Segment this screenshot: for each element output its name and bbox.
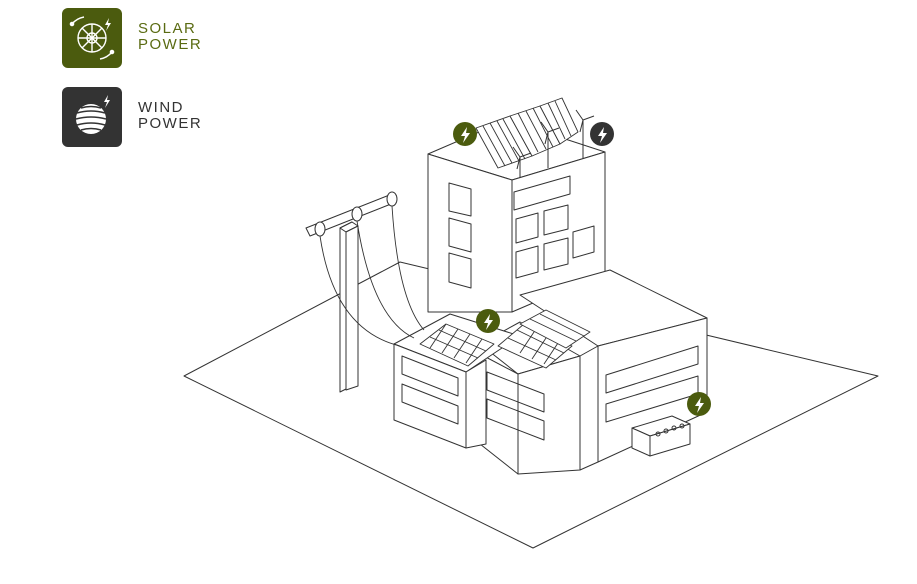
lightning-bolt-icon (461, 127, 470, 143)
wind-globe-icon (62, 87, 122, 147)
right-low-block (519, 269, 708, 471)
marker-battery-solar (687, 392, 711, 416)
legend-wind-label: WIND POWER (138, 99, 203, 132)
low-roof-solar-panels-left (419, 323, 495, 367)
solar-sun-icon (62, 8, 122, 68)
marker-tower-solar (453, 122, 477, 146)
lightning-bolt-icon (598, 127, 607, 143)
wind-turbines (512, 109, 595, 178)
middle-low-block (479, 321, 581, 475)
legend-wind: WIND POWER (62, 87, 232, 147)
battery-unit (631, 415, 691, 457)
power-lines (319, 205, 425, 347)
legend-solar: SOLAR POWER (62, 8, 232, 68)
low-roof-solar-panels-right (497, 309, 591, 369)
marker-low-roof-solar (476, 309, 500, 333)
legend-solar-label: SOLAR POWER (138, 20, 203, 53)
utility-pole (305, 191, 398, 393)
lightning-bolt-icon (484, 314, 493, 330)
marker-tower-wind (590, 122, 614, 146)
lightning-bolt-icon (695, 397, 704, 413)
